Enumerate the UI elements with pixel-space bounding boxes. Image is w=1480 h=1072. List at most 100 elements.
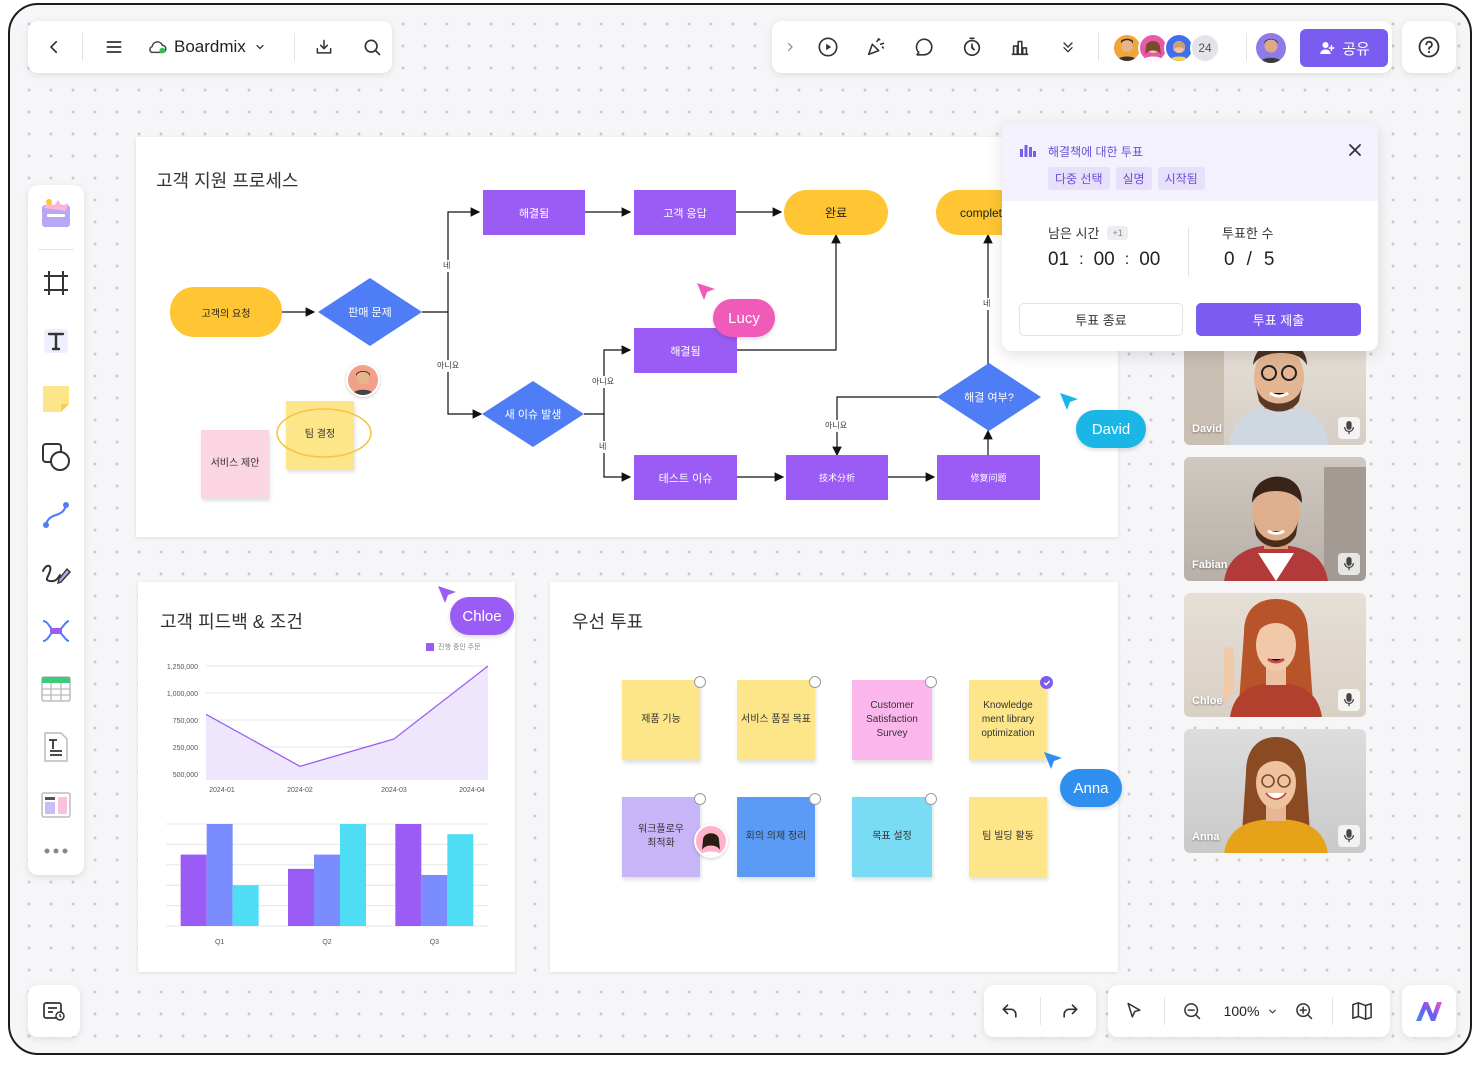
more-tools-button[interactable] xyxy=(1052,31,1084,63)
back-button[interactable] xyxy=(38,31,70,63)
vote-sticky-note[interactable]: Customer Satisfaction Survey xyxy=(852,680,932,760)
help-icon xyxy=(1418,36,1440,58)
vote-sticky-note[interactable]: Knowledge ment library optimization xyxy=(969,680,1047,760)
comment-button[interactable] xyxy=(908,31,940,63)
priority-vote-frame[interactable]: 우선 투표 제품 기능 서비스 품질 목표 Customer Satisfact… xyxy=(550,582,1118,972)
cursor-arrow-icon xyxy=(1060,393,1078,410)
text-tool[interactable] xyxy=(38,323,74,359)
mindmap-tool[interactable] xyxy=(38,613,74,649)
bar-chart-icon xyxy=(1011,40,1029,56)
mic-button[interactable] xyxy=(1338,825,1360,847)
sticky-note-tool[interactable] xyxy=(38,381,74,417)
celebrate-button[interactable] xyxy=(860,31,892,63)
more-tools-menu[interactable] xyxy=(38,839,74,863)
participants-group[interactable]: 24 xyxy=(1112,33,1232,63)
end-vote-button[interactable]: 투표 종료 xyxy=(1019,303,1183,336)
time-remaining-label: 남은 시간 +1 xyxy=(1048,223,1128,242)
share-button[interactable]: 공유 xyxy=(1300,29,1388,67)
flow-node-resolved-mid[interactable]: 해결됨 xyxy=(634,328,737,373)
ai-logo-icon xyxy=(1416,1002,1442,1021)
frame-tool[interactable] xyxy=(38,265,74,301)
canvas[interactable]: Boardmix xyxy=(8,3,1472,1055)
document-tool[interactable] xyxy=(38,729,74,765)
vote-radio-checked[interactable] xyxy=(1040,676,1053,689)
flow-node-test-issue[interactable]: 테스트 이슈 xyxy=(634,455,737,500)
mic-button[interactable] xyxy=(1338,553,1360,575)
undo-button[interactable] xyxy=(994,995,1026,1027)
download-button[interactable] xyxy=(308,31,340,63)
hamburger-icon xyxy=(106,41,122,53)
search-button[interactable] xyxy=(356,31,388,63)
vote-button[interactable] xyxy=(1004,31,1036,63)
undo-redo-panel xyxy=(984,985,1096,1037)
redo-button[interactable] xyxy=(1054,995,1086,1027)
ai-assistant-button[interactable] xyxy=(1411,994,1447,1028)
layout-tool[interactable] xyxy=(38,787,74,823)
vote-sticky-note[interactable]: 워크플로우 최적화 xyxy=(622,797,700,877)
zoom-level-dropdown[interactable]: 100% xyxy=(1216,995,1286,1027)
vote-radio[interactable] xyxy=(925,793,937,805)
minimap-button[interactable] xyxy=(1346,995,1378,1027)
avatar xyxy=(1138,33,1168,63)
connector-tool[interactable] xyxy=(38,497,74,533)
vote-sticky-note[interactable]: 팀 빌딩 활동 xyxy=(969,797,1047,877)
pen-tool[interactable] xyxy=(38,555,74,591)
templates-tool[interactable] xyxy=(38,195,74,231)
board-info-button[interactable] xyxy=(38,995,70,1027)
avatar xyxy=(346,363,380,397)
my-avatar[interactable] xyxy=(1256,33,1286,63)
flow-node-request[interactable]: 고객의 요청 xyxy=(170,287,282,337)
vote-sticky-note[interactable]: 목표 설정 xyxy=(852,797,932,877)
bar xyxy=(206,824,233,926)
vote-sticky-note[interactable]: 회의 의제 정리 xyxy=(737,797,815,877)
board-name: Boardmix xyxy=(174,37,246,56)
submit-vote-button[interactable]: 투표 제출 xyxy=(1196,303,1361,336)
flow-node-customer-reply[interactable]: 고객 응답 xyxy=(634,190,736,235)
board-name-dropdown[interactable]: Boardmix xyxy=(146,31,278,63)
flow-node-complete[interactable]: 완료 xyxy=(784,190,888,235)
vote-radio[interactable] xyxy=(809,676,821,688)
flow-node-sales-issue[interactable]: 판매 문제 xyxy=(318,278,422,346)
zoom-in-button[interactable] xyxy=(1288,995,1320,1027)
comment-icon xyxy=(915,38,933,56)
vote-radio[interactable] xyxy=(809,793,821,805)
flow-node-tech-analysis[interactable]: 技术分析 xyxy=(786,455,888,500)
flow-node-resolved-question[interactable]: 해결 여부? xyxy=(937,363,1041,431)
table-tool[interactable] xyxy=(38,671,74,707)
y-tick-label: 250,000 xyxy=(173,745,198,752)
video-name: David xyxy=(1192,423,1222,435)
select-tool-button[interactable] xyxy=(1118,995,1150,1027)
x-tick-label: 2024-02 xyxy=(287,787,313,792)
vote-radio[interactable] xyxy=(694,676,706,688)
avatar xyxy=(1112,33,1142,63)
present-button[interactable] xyxy=(812,31,844,63)
cursor-arrow-icon xyxy=(697,283,715,300)
vote-radio[interactable] xyxy=(694,793,706,805)
vote-sticky-note[interactable]: 제품 기능 xyxy=(622,680,700,760)
mic-button[interactable] xyxy=(1338,689,1360,711)
video-tile[interactable]: Chloe xyxy=(1184,593,1366,717)
video-tile[interactable]: Fabian xyxy=(1184,457,1366,581)
video-tile[interactable]: Anna xyxy=(1184,729,1366,853)
bar xyxy=(447,834,474,926)
sticky-service-proposal[interactable]: 서비스 제안 xyxy=(201,430,269,498)
timer-icon xyxy=(963,37,981,57)
vote-sticky-note[interactable]: 서비스 품질 목표 xyxy=(737,680,815,760)
flow-node-resolved-top[interactable]: 해결됨 xyxy=(483,190,585,235)
close-button[interactable] xyxy=(1344,139,1366,161)
bar xyxy=(288,868,314,926)
flow-node-new-issue[interactable]: 새 이슈 발생 xyxy=(482,381,584,447)
vote-radio[interactable] xyxy=(925,676,937,688)
collapse-toolbar-button[interactable] xyxy=(778,35,802,59)
zoom-out-button[interactable] xyxy=(1176,995,1208,1027)
process-frame[interactable]: 고객 지원 프로세스 고객의 요청 판매 문제 xyxy=(136,137,1118,537)
mic-button[interactable] xyxy=(1338,417,1360,439)
shape-tool[interactable] xyxy=(38,439,74,475)
microphone-icon xyxy=(1343,421,1355,435)
time-extend-badge[interactable]: +1 xyxy=(1107,225,1128,240)
timer-button[interactable] xyxy=(956,31,988,63)
flow-node-fix-issue[interactable]: 修复问题 xyxy=(937,455,1040,500)
help-button[interactable] xyxy=(1413,31,1445,63)
menu-button[interactable] xyxy=(98,31,130,63)
